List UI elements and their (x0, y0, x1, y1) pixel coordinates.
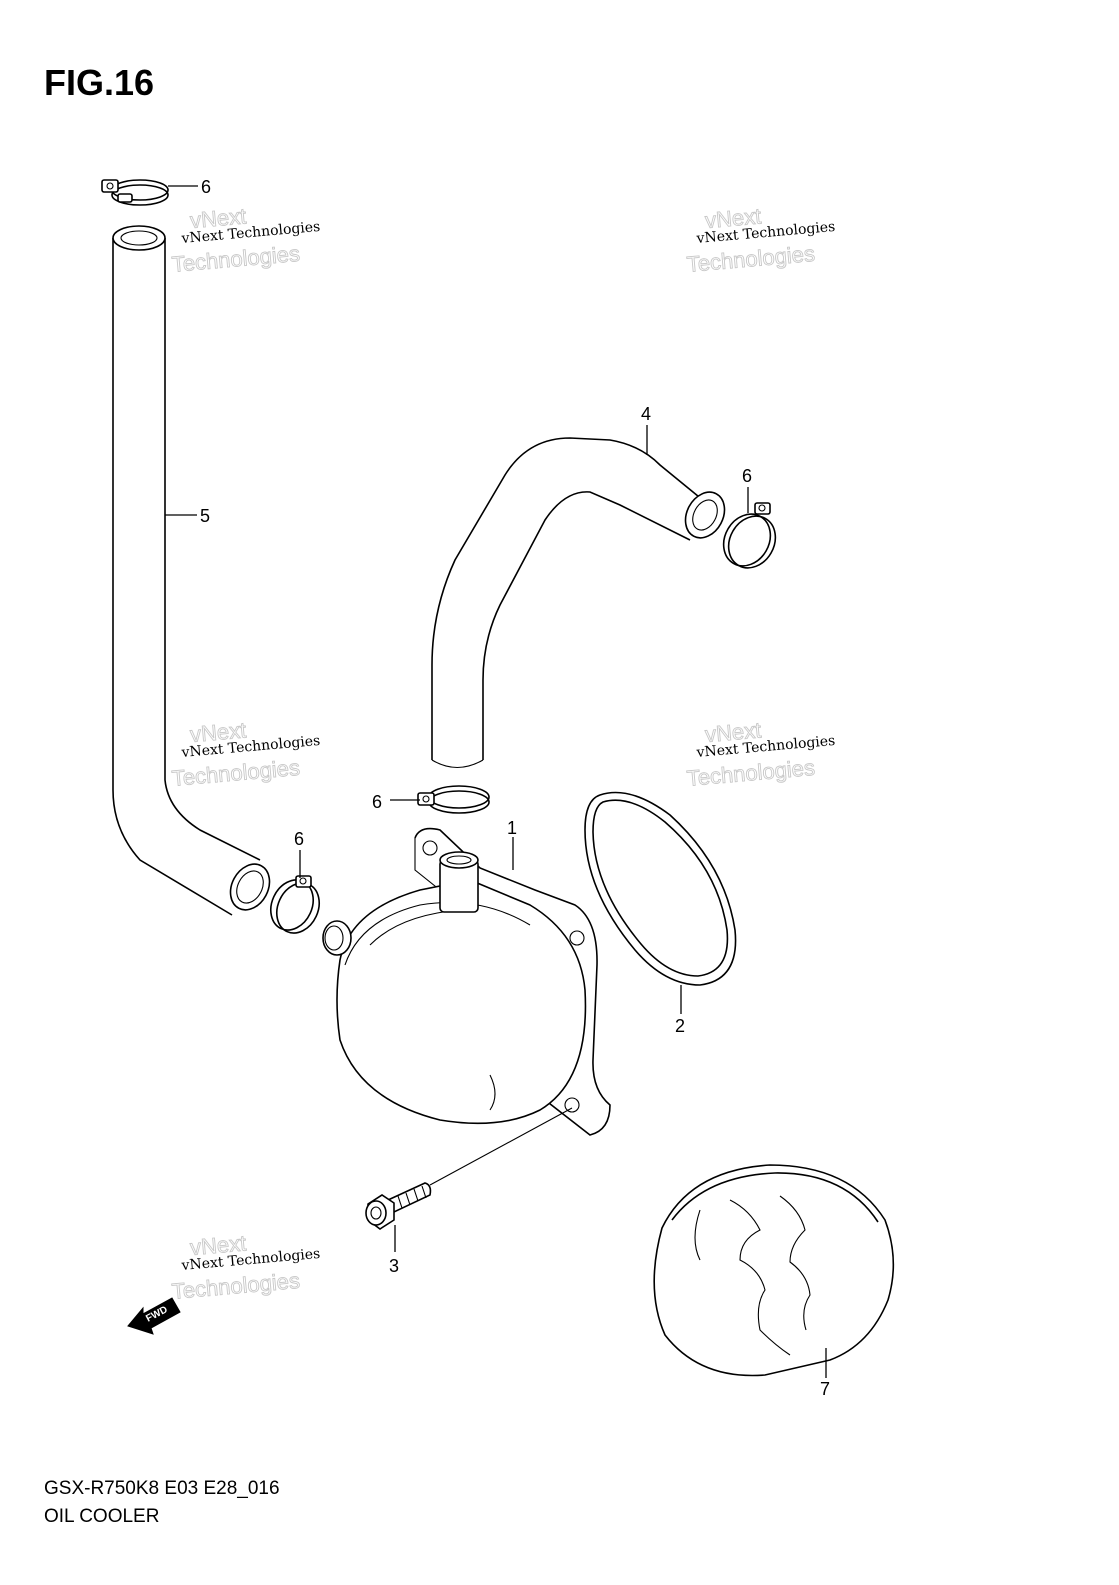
clamp-6-top[interactable] (101, 179, 169, 206)
alignment-line (429, 1107, 573, 1186)
callout-6: 6 (201, 177, 211, 197)
callout-5: 5 (200, 506, 210, 526)
figure-title: FIG.16 (44, 62, 155, 103)
watermark-vnext: vNext (189, 203, 247, 233)
watermark-vnext: vNext (704, 717, 762, 747)
clamp-6-right[interactable] (714, 502, 784, 576)
o-ring-2[interactable] (584, 791, 737, 986)
oil-cooler-1[interactable] (322, 827, 611, 1136)
diagram-name: OIL COOLER (44, 1506, 160, 1527)
fwd-arrow-icon: FWD (127, 1297, 181, 1335)
oil-filter-7[interactable] (653, 1164, 895, 1377)
callout-4: 4 (641, 404, 651, 424)
leader-lines (165, 185, 827, 1378)
callout-1: 1 (507, 818, 517, 838)
watermark-group: vNext Technologies vNext Technologies vN… (170, 203, 836, 1304)
callout-6: 6 (742, 466, 752, 486)
callouts: 6 5 4 6 6 6 1 2 3 7 (200, 177, 830, 1399)
hose-4[interactable] (431, 437, 732, 769)
callout-2: 2 (675, 1016, 685, 1036)
watermark-vnext: vNext (704, 203, 762, 233)
callout-6: 6 (372, 792, 382, 812)
callout-6: 6 (294, 829, 304, 849)
callout-3: 3 (389, 1256, 399, 1276)
diagram-code: GSX-R750K8 E03 E28_016 (44, 1478, 280, 1499)
callout-7: 7 (820, 1379, 830, 1399)
bolt-3[interactable] (365, 1182, 432, 1230)
hose-5[interactable] (112, 225, 277, 917)
watermark-vnext: vNext (189, 1230, 247, 1260)
clamp-6-middle[interactable] (417, 785, 490, 814)
clamp-6-lower[interactable] (263, 873, 327, 940)
watermark-vnext: vNext (189, 717, 247, 747)
